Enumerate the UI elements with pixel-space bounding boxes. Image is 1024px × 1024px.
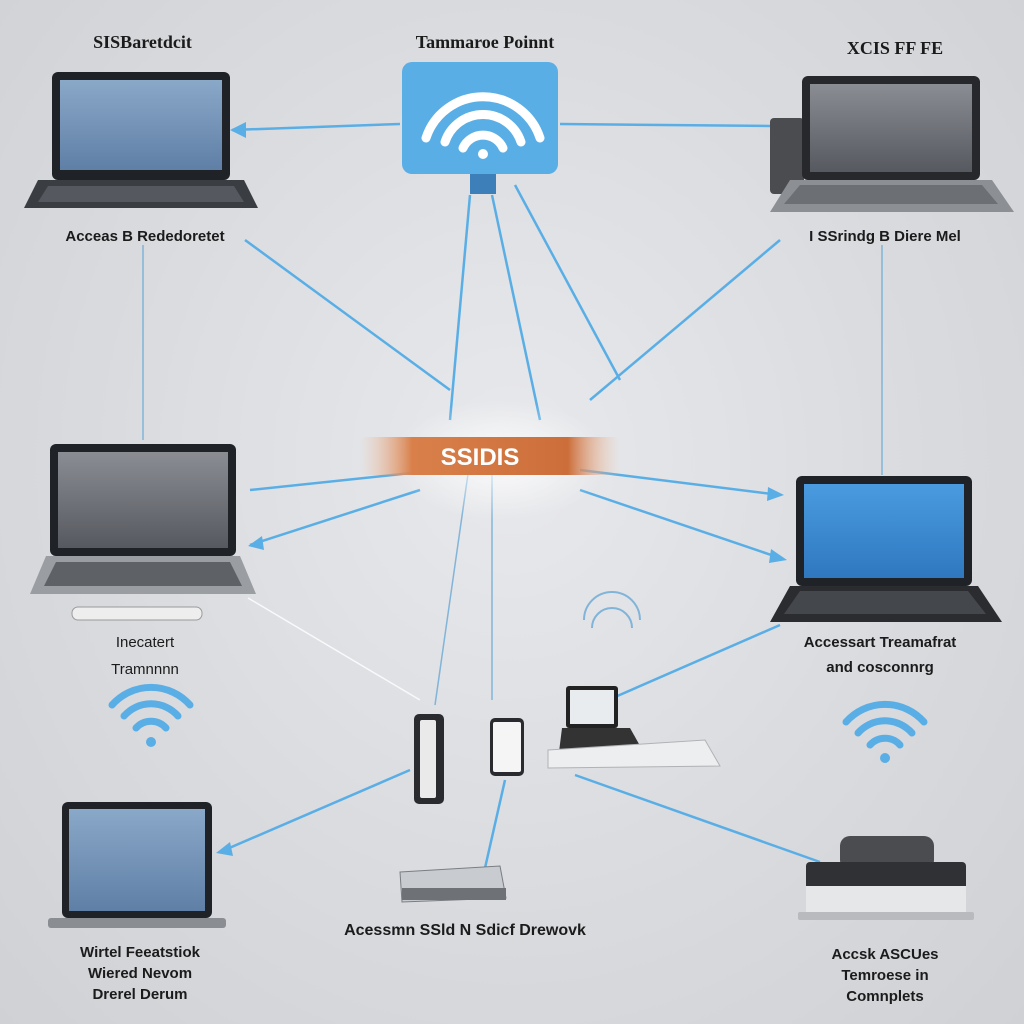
wifi-router-icon [421, 92, 545, 153]
label-right-upper: I SSrindg B Diere Mel [809, 228, 961, 245]
laptop-screen [810, 84, 972, 172]
link-right-upper-center [589, 239, 781, 401]
label-line: Accessart Treamafrat [803, 634, 957, 651]
arrow-bottom-left [216, 842, 233, 856]
laptop-screen [570, 690, 614, 724]
laptop-top-right [770, 76, 1014, 212]
label-left-mid: Inecatert Tramnnnn [60, 632, 230, 680]
device-tray [71, 606, 203, 621]
laptop-bottom-left [48, 802, 226, 928]
laptop-screen [69, 809, 205, 911]
label-line: Temroese in [841, 967, 929, 984]
link-ap-center-3 [513, 184, 622, 381]
label-top-right: XCIS FF FE [846, 38, 944, 58]
label-line: Wiered Nevom [87, 965, 193, 982]
arrow-top-left [230, 122, 246, 138]
label-center-banner: SSIDIS [440, 444, 520, 471]
label-line: Tramnnnn [111, 661, 179, 678]
laptop-screen [804, 484, 964, 578]
laptop-screen [58, 452, 228, 548]
smartphone-icon [414, 714, 444, 804]
link-ap-center-1 [448, 194, 472, 421]
label-line: Inecatert [115, 634, 175, 651]
printer-icon [798, 836, 974, 920]
laptop-screen [60, 80, 222, 170]
label-bottom-center: Acessmn SSld N Sdicf Drewovk [344, 922, 586, 939]
access-point [402, 62, 558, 194]
link-printer [574, 773, 821, 864]
label-line: Comnplets [846, 988, 924, 1005]
wifi-signal-icon [583, 591, 641, 629]
arrowheads [216, 122, 787, 856]
link-router [483, 779, 507, 869]
link-center-right-mid-2 [579, 488, 781, 560]
link-phone-left [219, 768, 411, 854]
access-point-stand [470, 174, 496, 194]
center-banner [360, 437, 620, 475]
laptop-small-center [547, 686, 721, 769]
laptop-top-left [24, 72, 258, 208]
label-bottom-left: Wirtel Feeatstiok Wiered Nevom Drerel De… [50, 942, 230, 1005]
link-laptop-right [614, 623, 781, 699]
link-ap-top-left [231, 122, 401, 132]
label-line: Wirtel Feeatstiok [80, 944, 200, 961]
wifi-signal-icon [842, 700, 928, 749]
arrow-left-mid [248, 536, 264, 550]
label-bottom-right: Accsk ASCUes Temroese in Comnplets [800, 944, 970, 1007]
link-left-device [247, 597, 421, 701]
link-center-left-mid-2 [249, 488, 421, 547]
label-top-center: Tammaroe Poinnt [415, 32, 555, 52]
label-top-left: SISBaretdcit [93, 32, 192, 52]
label-line: Accsk ASCUes [831, 946, 939, 963]
label-line: and cosconnrg [826, 659, 934, 676]
label-right-mid: Accessart Treamafrat and cosconnrg [780, 632, 980, 678]
arrow-right-mid-1 [767, 487, 784, 501]
smartphone-icon [490, 718, 524, 776]
laptop-mid-left [30, 444, 256, 621]
connection-lines [219, 122, 821, 869]
laptop-mid-right [770, 476, 1002, 622]
link-left-upper-center [244, 238, 451, 392]
router-icon [399, 865, 507, 903]
link-ap-top-right [559, 122, 771, 128]
wifi-signal-icon [108, 683, 194, 732]
arrow-right-mid-2 [769, 549, 787, 563]
label-line: Drerel Derum [92, 986, 188, 1003]
label-left-upper: Acceas B Rededoretet [65, 228, 225, 245]
link-ap-center-2 [490, 194, 542, 421]
